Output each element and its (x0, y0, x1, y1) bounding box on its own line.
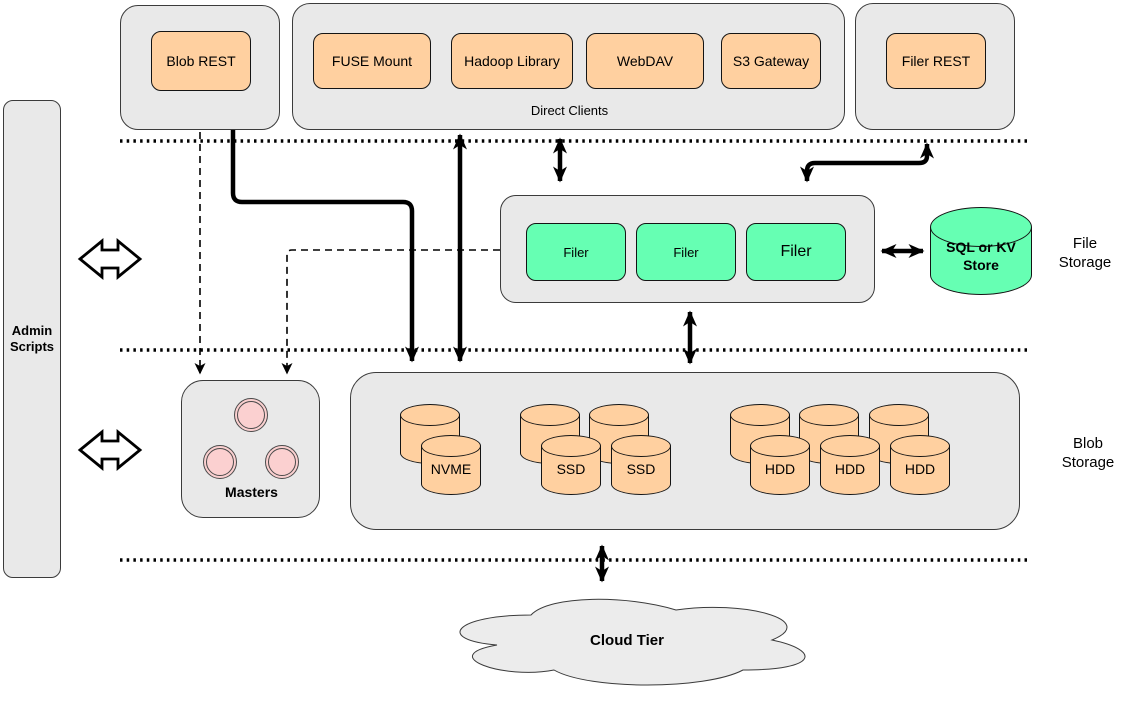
filer-cluster-group: Filer Filer Filer (500, 195, 875, 303)
disk-hdd-3-label: HDD (904, 461, 936, 477)
master-node-icon (234, 398, 268, 432)
blob-rest-label: Blob REST (166, 53, 236, 69)
filer-node-3-label: Filer (780, 243, 812, 260)
disk-nvme-label: NVME (430, 461, 472, 477)
blob-rest-node: Blob REST (151, 31, 251, 91)
blob-storage-layer-label: Blob Storage (1061, 435, 1115, 471)
masters-label: Masters (225, 484, 278, 501)
sql-kv-store-cylinder: SQL or KV Store (930, 207, 1032, 295)
filer-rest-node: Filer REST (886, 33, 986, 89)
cylinder-top-ellipse (820, 435, 880, 457)
filer-node-3: Filer (746, 223, 846, 281)
hadoop-library-label: Hadoop Library (464, 53, 560, 69)
disk-hdd-3: HDD (890, 435, 950, 495)
s3-gateway-node: S3 Gateway (721, 33, 821, 89)
admin-scripts-box: Admin Scripts (3, 100, 61, 578)
disk-ssd-1: SSD (541, 435, 601, 495)
cylinder-top-ellipse (730, 404, 790, 426)
disk-ssd-1-label: SSD (556, 461, 586, 477)
disk-hdd-1-label: HDD (764, 461, 796, 477)
cylinder-top-ellipse (400, 404, 460, 426)
cylinder-top-ellipse (750, 435, 810, 457)
file-storage-layer-label: File Storage (1058, 235, 1112, 271)
cylinder-top-ellipse (611, 435, 671, 457)
arrow-filerrest-to-filer (800, 142, 934, 183)
cylinder-top-ellipse (520, 404, 580, 426)
blob-rest-group: Blob REST (120, 5, 280, 130)
filer-node-1: Filer (526, 223, 626, 281)
cylinder-top-ellipse (799, 404, 859, 426)
disk-hdd-2: HDD (820, 435, 880, 495)
disk-nvme: NVME (421, 435, 481, 495)
arrow-blobrest-to-blobstorage (230, 130, 419, 363)
filer-rest-group: Filer REST (855, 3, 1015, 130)
cloud-tier-label: Cloud Tier (590, 631, 664, 649)
filer-node-2: Filer (636, 223, 736, 281)
filer-node-2-label: Filer (673, 244, 699, 260)
cylinder-top-ellipse (890, 435, 950, 457)
disk-hdd-1: HDD (750, 435, 810, 495)
fuse-mount-node: FUSE Mount (313, 33, 431, 89)
s3-gateway-label: S3 Gateway (732, 53, 810, 69)
sql-kv-store-label: SQL or KV Store (946, 239, 1016, 273)
admin-filestorage-doublearrow-icon (77, 238, 143, 280)
master-node-icon (203, 445, 237, 479)
arrow-filer-to-masters (281, 249, 500, 375)
cylinder-top-ellipse (930, 207, 1032, 247)
disk-ssd-2-label: SSD (626, 461, 656, 477)
direct-clients-group: FUSE Mount Hadoop Library WebDAV S3 Gate… (292, 3, 845, 130)
fuse-mount-label: FUSE Mount (331, 53, 413, 69)
admin-scripts-label: Admin Scripts (9, 322, 55, 354)
disk-ssd-2: SSD (611, 435, 671, 495)
admin-blobstorage-doublearrow-icon (77, 429, 143, 471)
cylinder-top-ellipse (541, 435, 601, 457)
direct-clients-label: Direct Clients (530, 102, 609, 118)
filer-rest-label: Filer REST (901, 53, 971, 69)
master-node-icon (265, 445, 299, 479)
cylinder-top-ellipse (869, 404, 929, 426)
cylinder-top-ellipse (589, 404, 649, 426)
disk-hdd-2-label: HDD (834, 461, 866, 477)
webdav-node: WebDAV (586, 33, 704, 89)
filer-node-1-label: Filer (563, 244, 589, 260)
cylinder-top-ellipse (421, 435, 481, 457)
masters-group: Masters (181, 380, 320, 518)
hadoop-library-node: Hadoop Library (451, 33, 573, 89)
webdav-label: WebDAV (616, 53, 674, 69)
